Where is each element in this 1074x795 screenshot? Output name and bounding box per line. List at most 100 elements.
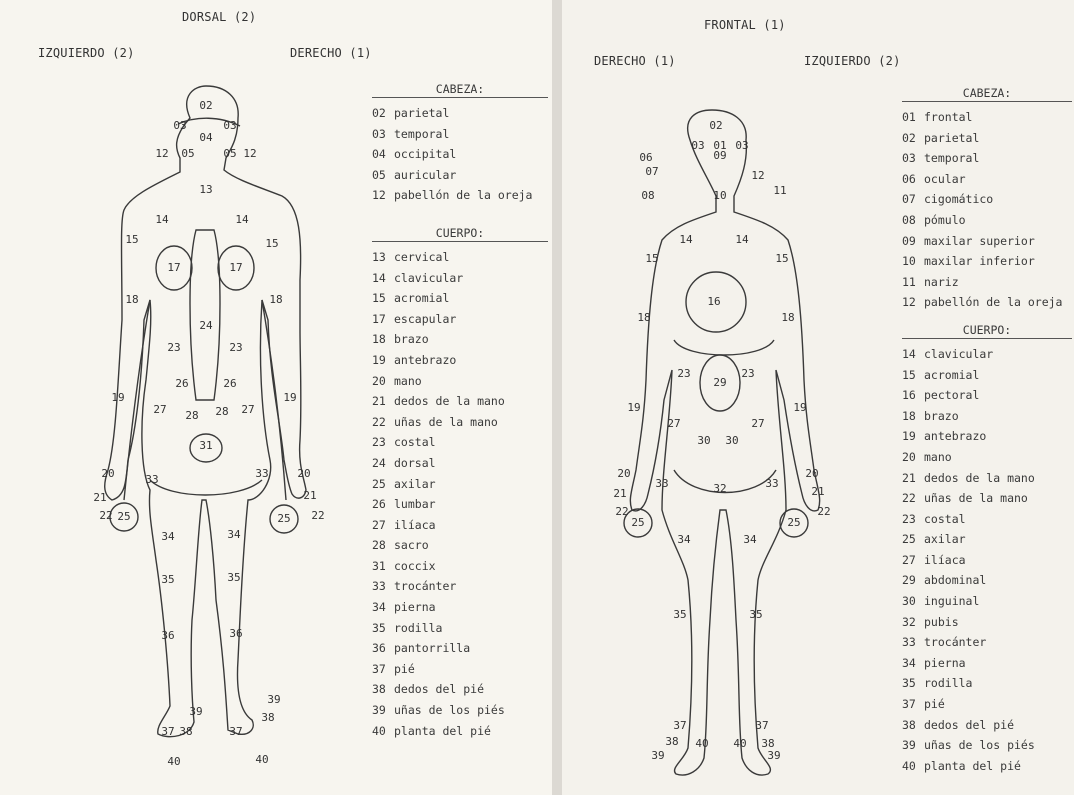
legend-item-number: 27 <box>902 550 924 571</box>
legend-item-label: dedos del pié <box>394 682 484 696</box>
legend-item-label: ilíaca <box>924 553 966 567</box>
legend-item-number: 30 <box>902 591 924 612</box>
legend-item-label: clavicular <box>394 271 463 285</box>
legend-item-number: 15 <box>902 365 924 386</box>
frontal-region-label: 30 <box>697 434 710 447</box>
frontal-region-label: 27 <box>751 417 764 430</box>
legend-item-number: 21 <box>902 468 924 489</box>
dorsal-region-label: 05 <box>181 147 194 160</box>
dorsal-region-label: 28 <box>215 405 228 418</box>
dorsal-body-section-title: CUERPO: <box>372 226 548 242</box>
legend-item-number: 29 <box>902 570 924 591</box>
legend-item-number: 20 <box>372 371 394 392</box>
legend-item: 20mano <box>902 447 1072 468</box>
dorsal-region-label: 34 <box>161 530 175 543</box>
legend-item-label: auricular <box>394 168 456 182</box>
dorsal-region-label: 38 <box>179 725 192 738</box>
dorsal-spine-line <box>190 230 220 400</box>
frontal-head-section-title: CABEZA: <box>902 86 1072 102</box>
frontal-region-label: 15 <box>775 252 788 265</box>
legend-item-label: escapular <box>394 312 456 326</box>
frontal-body-section-title: CUERPO: <box>902 323 1072 339</box>
legend-item-label: pectoral <box>924 388 979 402</box>
legend-item-number: 07 <box>902 189 924 210</box>
legend-item-number: 03 <box>902 148 924 169</box>
legend-item-label: occipital <box>394 147 456 161</box>
legend-item: 18brazo <box>902 406 1072 427</box>
legend-item-number: 38 <box>372 679 394 700</box>
dorsal-region-label: 23 <box>229 341 242 354</box>
legend-item-number: 23 <box>372 432 394 453</box>
legend-item: 35rodilla <box>372 618 548 639</box>
dorsal-region-label: 25 <box>117 510 130 523</box>
legend-item: 15acromial <box>372 288 548 309</box>
dorsal-region-label: 13 <box>199 183 212 196</box>
legend-item-number: 13 <box>372 247 394 268</box>
legend-item-number: 19 <box>902 426 924 447</box>
legend-item-number: 27 <box>372 515 394 536</box>
frontal-region-label: 23 <box>741 367 754 380</box>
frontal-region-label: 35 <box>673 608 686 621</box>
frontal-region-label: 34 <box>743 533 757 546</box>
legend-item-label: lumbar <box>394 497 436 511</box>
legend-item-number: 18 <box>372 329 394 350</box>
legend-item: 19antebrazo <box>902 426 1072 447</box>
frontal-region-label: 08 <box>641 189 654 202</box>
legend-item-number: 22 <box>902 488 924 509</box>
frontal-region-label: 18 <box>781 311 794 324</box>
frontal-region-label: 19 <box>793 401 806 414</box>
legend-item: 38dedos del pié <box>372 679 548 700</box>
legend-item-number: 37 <box>902 694 924 715</box>
dorsal-region-label: 37 <box>229 725 242 738</box>
dorsal-region-label: 31 <box>199 439 212 452</box>
legend-item-number: 38 <box>902 715 924 736</box>
legend-item-number: 02 <box>902 128 924 149</box>
legend-item-number: 15 <box>372 288 394 309</box>
dorsal-region-label: 23 <box>167 341 180 354</box>
dorsal-left-forearm-line <box>124 300 150 500</box>
legend-item-label: pabellón de la oreja <box>394 188 532 202</box>
legend-item-label: pié <box>394 662 415 676</box>
legend-item-label: pabellón de la oreja <box>924 295 1062 309</box>
dorsal-region-label: 02 <box>199 99 212 112</box>
legend-item-number: 36 <box>372 638 394 659</box>
frontal-region-label: 25 <box>631 516 644 529</box>
dorsal-region-label: 36 <box>161 629 174 642</box>
frontal-region-label: 39 <box>767 749 780 762</box>
legend-item-number: 16 <box>902 385 924 406</box>
dorsal-region-label: 26 <box>175 377 188 390</box>
legend-item-number: 33 <box>902 632 924 653</box>
legend-item-number: 40 <box>902 756 924 777</box>
legend-item-label: dedos de la mano <box>394 394 505 408</box>
frontal-region-label: 18 <box>637 311 650 324</box>
dorsal-region-label: 35 <box>227 571 240 584</box>
frontal-region-label: 23 <box>677 367 690 380</box>
dorsal-region-label: 26 <box>223 377 236 390</box>
dorsal-region-label: 24 <box>199 319 213 332</box>
legend-item-label: dorsal <box>394 456 436 470</box>
dorsal-region-label: 12 <box>155 147 168 160</box>
frontal-region-label: 37 <box>755 719 768 732</box>
dorsal-body-list: 13cervical14clavicular15acromial17escapu… <box>372 247 548 741</box>
legend-item: 08pómulo <box>902 210 1072 231</box>
frontal-region-label: 03 <box>735 139 748 152</box>
dorsal-region-label: 19 <box>111 391 124 404</box>
frontal-region-label: 06 <box>639 151 652 164</box>
legend-item-label: rodilla <box>924 676 972 690</box>
legend-item: 22uñas de la mano <box>372 412 548 433</box>
legend-item: 24dorsal <box>372 453 548 474</box>
legend-item-number: 18 <box>902 406 924 427</box>
frontal-region-label: 21 <box>613 487 626 500</box>
